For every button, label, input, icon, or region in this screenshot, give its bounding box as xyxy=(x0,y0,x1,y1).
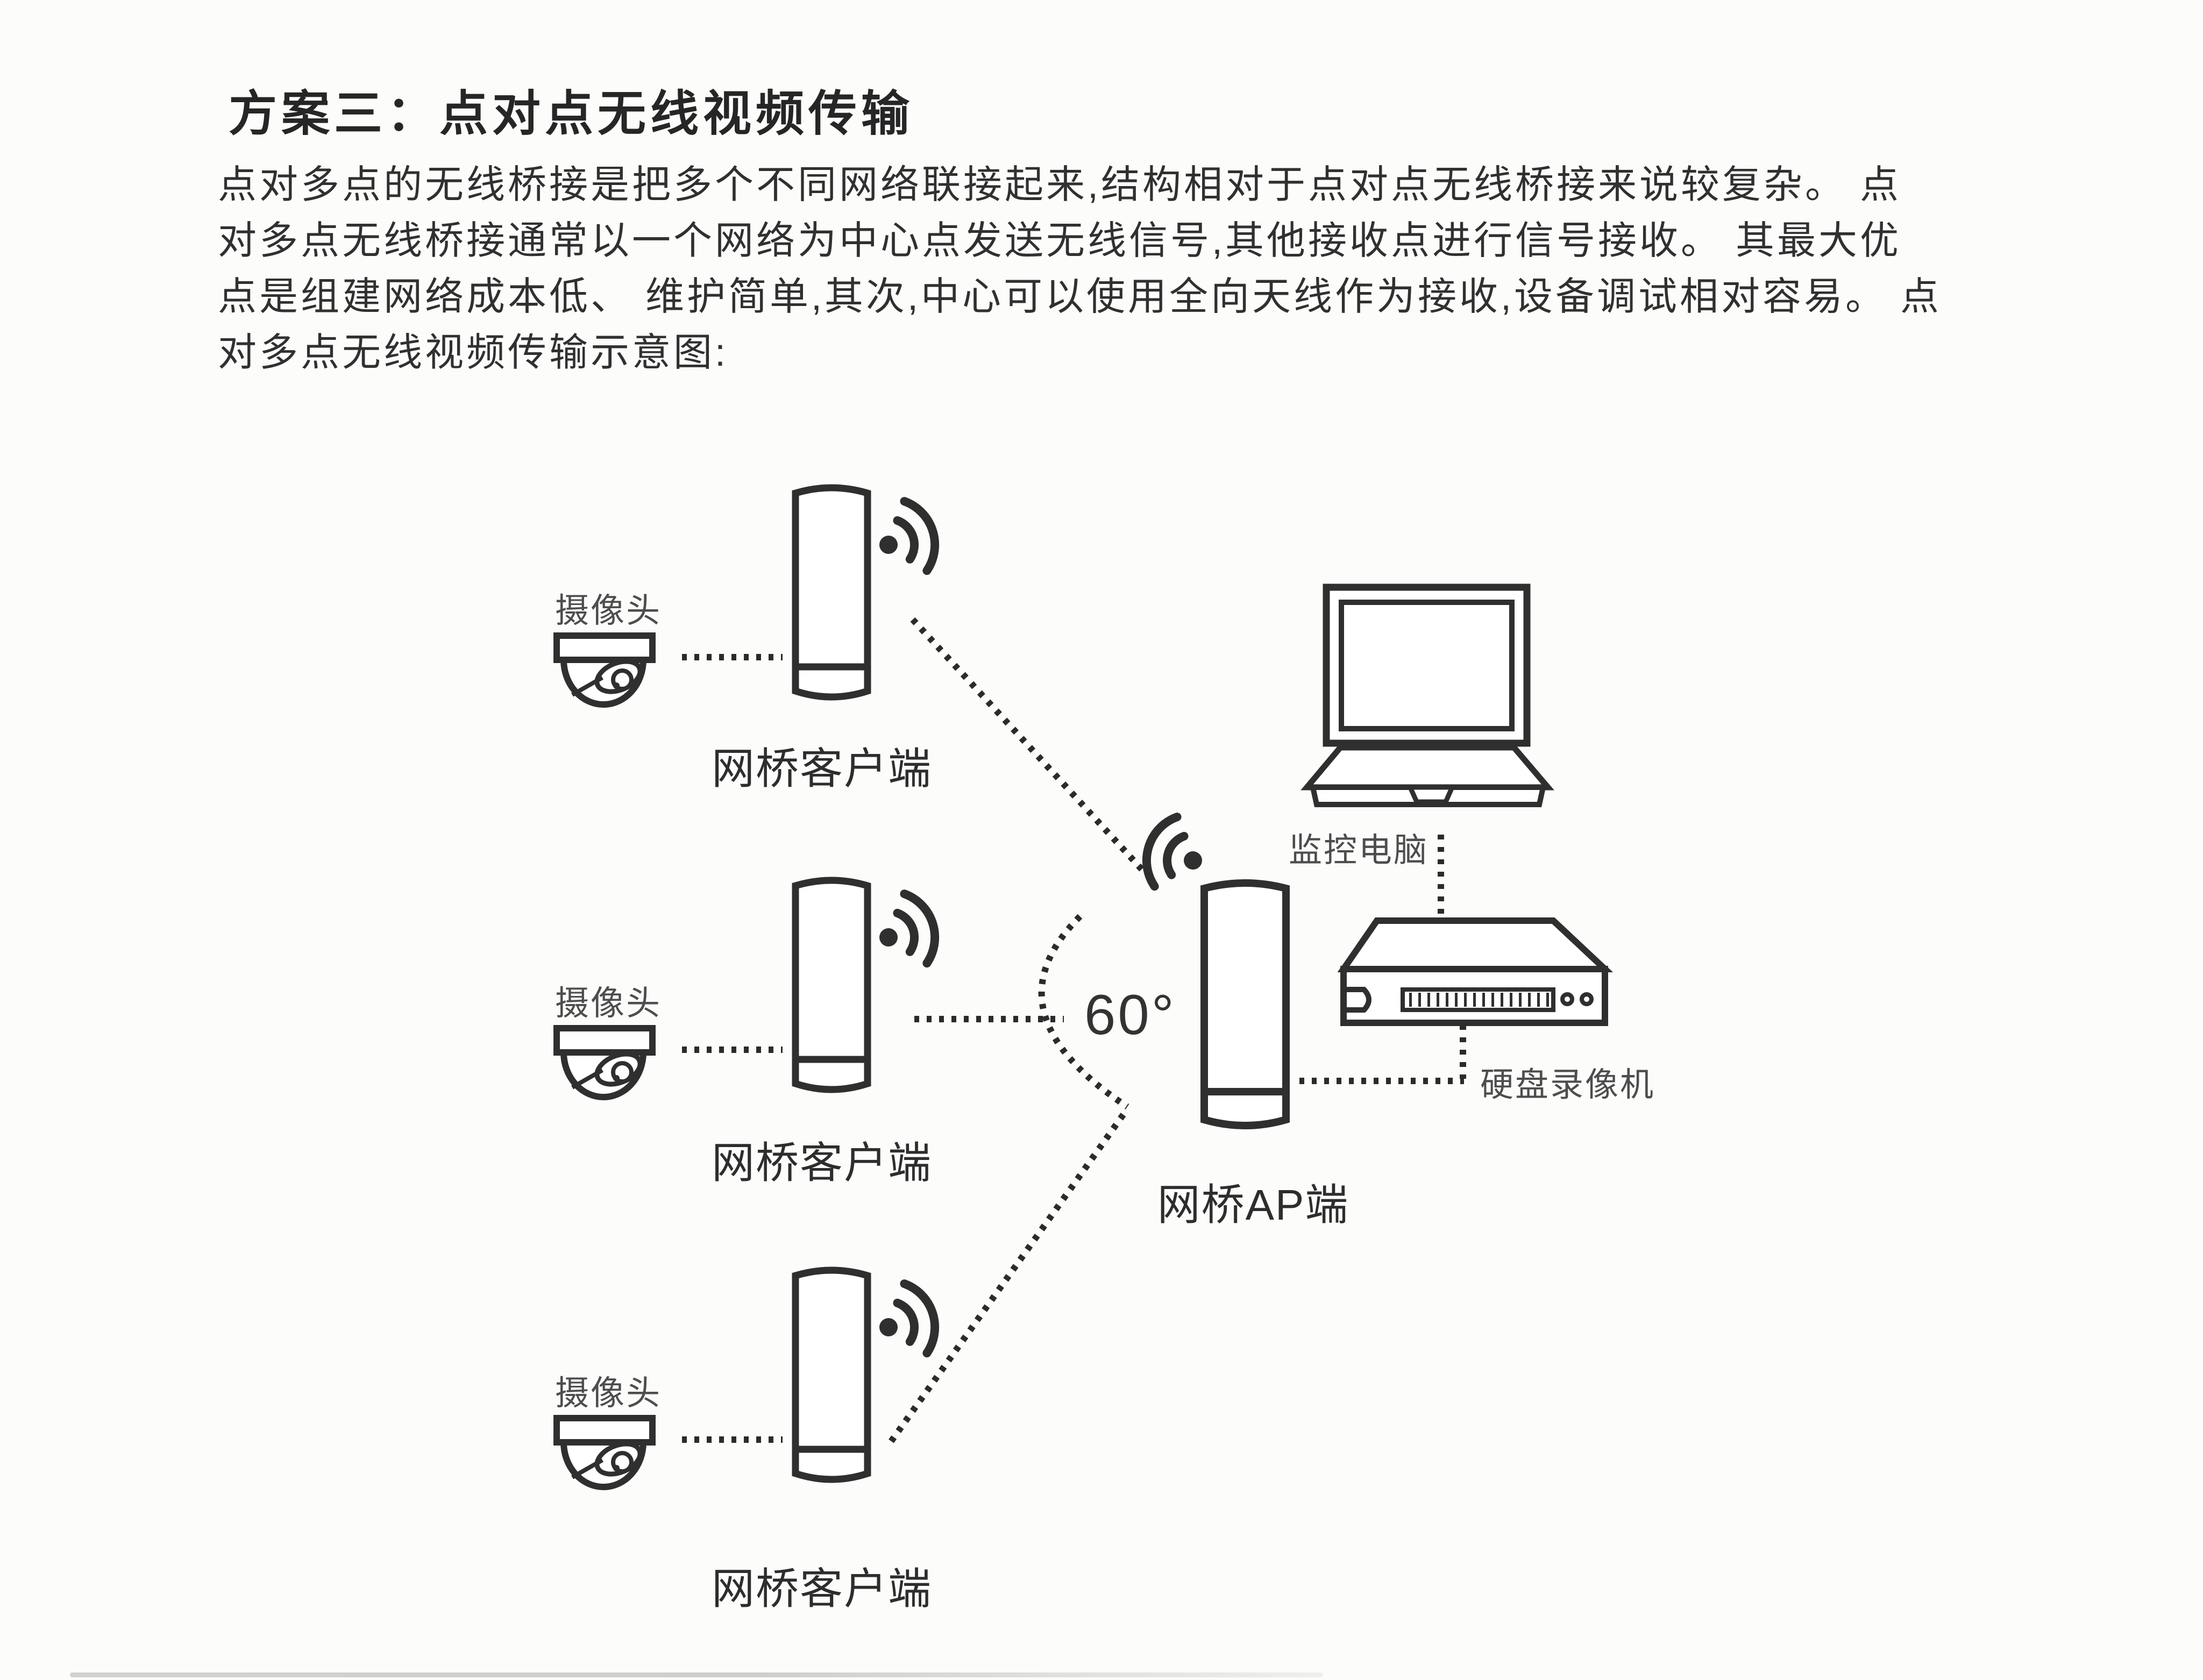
paragraph-line-4: 对多点无线视频传输示意图: xyxy=(218,331,729,374)
camera-label-top: 摄像头 xyxy=(555,592,662,630)
ap-wifi-signal-icon xyxy=(1142,813,1202,891)
bridge-client-label-top: 网桥客户端 xyxy=(712,745,932,793)
paragraph-line-2: 对多点无线桥接通常以一个网络为中心点发送无线信号,其他接收点进行信号接收。 其最… xyxy=(218,219,1902,262)
dotted-link-top-client-ap xyxy=(910,617,1146,874)
monitoring-pc-label: 监控电脑 xyxy=(1289,832,1429,869)
beam-angle-label: 60° xyxy=(1084,984,1176,1047)
dvr-icon xyxy=(1337,917,1614,1026)
camera-label-middle: 摄像头 xyxy=(555,985,662,1022)
dvr-label: 硬盘录像机 xyxy=(1480,1066,1655,1104)
bridge-ap-label: 网桥AP端 xyxy=(1157,1181,1349,1229)
intro-paragraph: 点对多点的无线桥接是把多个不同网络联接起来,结构相对于点对点无线桥接来说较复杂。… xyxy=(218,157,2036,381)
laptop-icon xyxy=(1301,583,1554,807)
page-title: 方案三：点对点无线视频传输 xyxy=(229,87,914,141)
bridge-client-label-middle: 网桥客户端 xyxy=(712,1139,932,1187)
paragraph-line-1: 点对多点的无线桥接是把多个不同网络联接起来,结构相对于点对点无线桥接来说较复杂。… xyxy=(218,163,1902,207)
paragraph-line-3: 点是组建网络成本低、 维护简单,其次,中心可以使用全向天线作为接收,设备调试相对… xyxy=(218,275,1942,318)
page-bottom-shadow xyxy=(70,1672,1323,1677)
bridge-client-label-bottom: 网桥客户端 xyxy=(712,1565,932,1613)
bridge-ap-device xyxy=(1200,879,1290,1129)
camera-label-bottom: 摄像头 xyxy=(555,1375,662,1412)
